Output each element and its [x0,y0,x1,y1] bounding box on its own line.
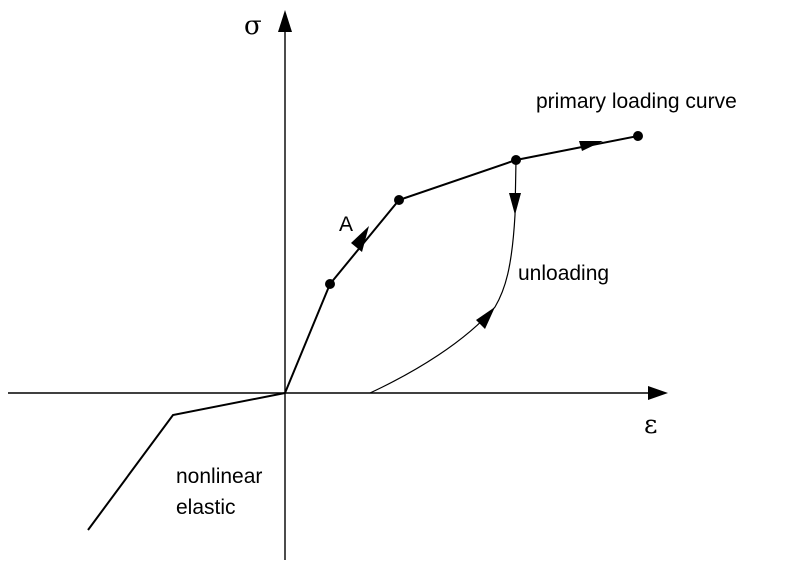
y-axis-arrowhead [278,10,292,32]
elastic-label: elastic [176,496,236,519]
nonlinear-label: nonlinear [176,465,262,488]
nonlinear-elastic-path [87,392,286,531]
loading-arrow-top [579,141,603,151]
point-a-label: A [339,213,353,236]
unloading-arrow-down [509,193,521,215]
y-axis-symbol: σ [244,11,262,41]
point-end [633,131,643,141]
loading-arrow-a [351,226,369,252]
nonlinear-elastic-branch [87,392,286,531]
primary-loading-curve-label: primary loading curve [536,90,737,113]
curve-points [325,131,643,289]
point-knee [394,195,404,205]
point-unload-start [511,155,521,165]
unloading-curve [369,159,521,394]
x-axis-arrowhead [648,386,668,400]
unloading-arrow-up [476,307,495,329]
point-a [325,279,335,289]
unloading-path [369,159,517,394]
x-axis-symbol: ε [644,410,657,440]
unloading-label: unloading [518,262,609,285]
axes [8,10,668,560]
